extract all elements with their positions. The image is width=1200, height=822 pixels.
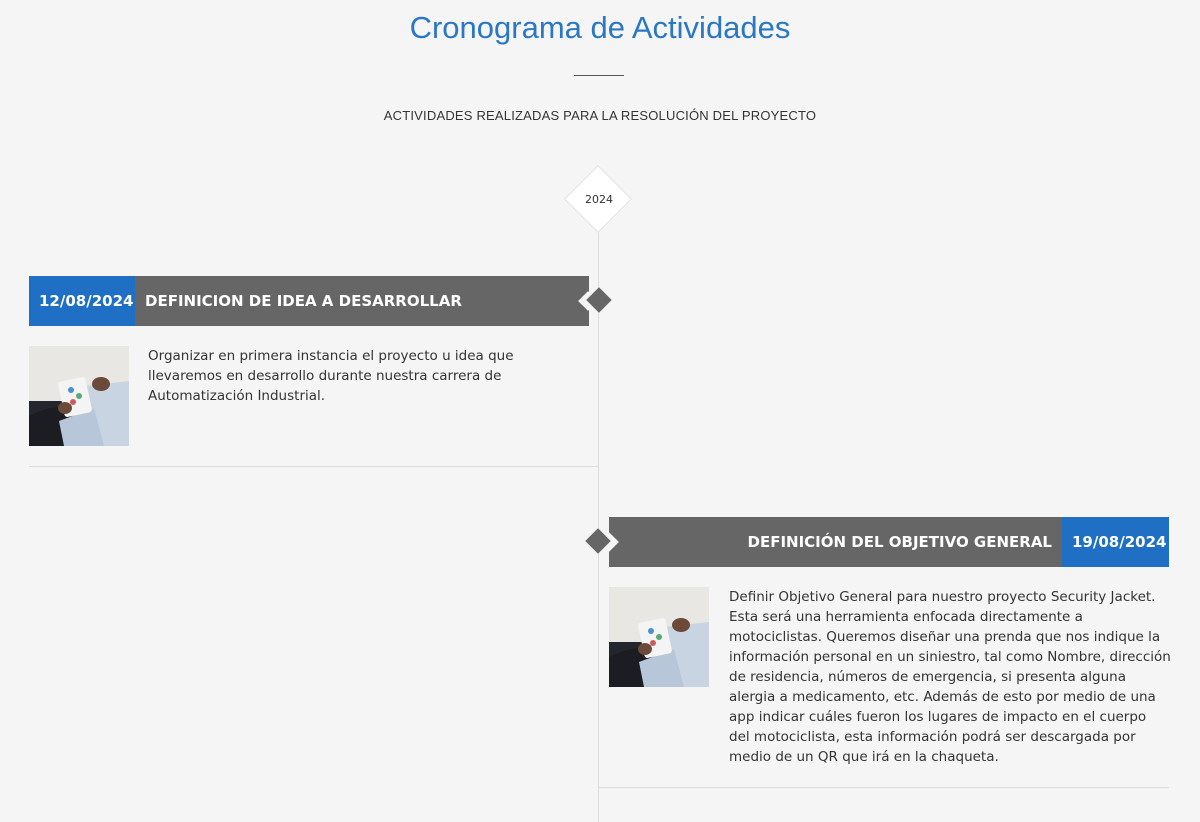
page-subtitle: ACTIVIDADES REALIZADAS PARA LA RESOLUCIÓ… bbox=[383, 108, 817, 123]
entry-thumbnail-image bbox=[609, 587, 709, 687]
entry-header: DEFINICIÓN DEL OBJETIVO GENERAL 19/08/20… bbox=[609, 517, 1169, 567]
timeline-node-diamond bbox=[586, 287, 612, 313]
entry-date: 19/08/2024 bbox=[1062, 517, 1169, 567]
timeline-axis bbox=[598, 200, 599, 822]
entry-title: DEFINICION DE IDEA A DESARROLLAR bbox=[145, 292, 462, 310]
year-label: 2024 bbox=[585, 193, 613, 206]
page-title: Cronograma de Actividades bbox=[409, 10, 791, 45]
entry-title: DEFINICIÓN DEL OBJETIVO GENERAL bbox=[747, 533, 1052, 551]
entry-description: Definir Objetivo General para nuestro pr… bbox=[729, 589, 1171, 765]
entry-date: 12/08/2024 bbox=[29, 276, 135, 326]
entry-thumbnail-image bbox=[29, 346, 129, 446]
title-divider bbox=[574, 75, 624, 76]
entry-header: 12/08/2024 DEFINICION DE IDEA A DESARROL… bbox=[29, 276, 589, 326]
entry-separator bbox=[29, 466, 599, 467]
entry-separator bbox=[599, 787, 1169, 788]
entry-description: Organizar en primera instancia el proyec… bbox=[148, 348, 514, 404]
